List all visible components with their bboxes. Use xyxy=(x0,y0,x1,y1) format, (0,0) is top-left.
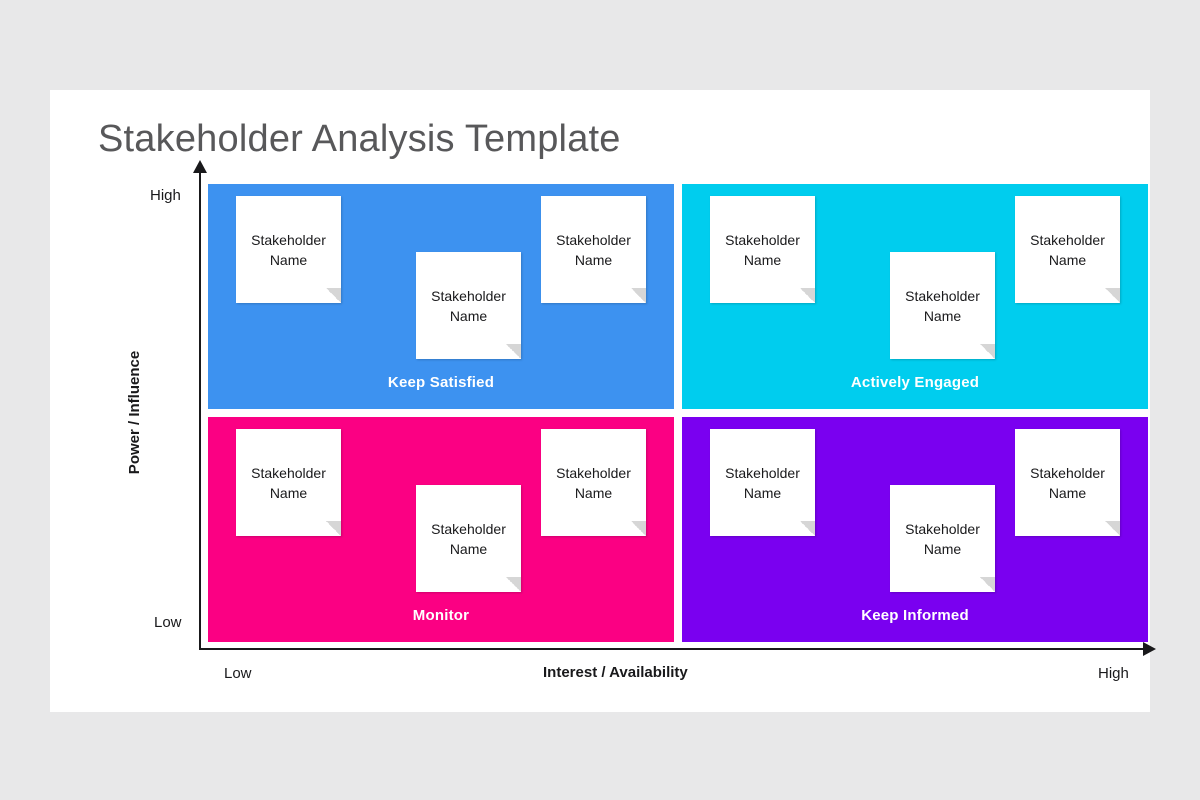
x-axis-low-label: Low xyxy=(224,665,252,682)
note-fold-corner-icon xyxy=(980,577,995,592)
note-fold-corner-icon xyxy=(506,344,521,359)
sticky-note[interactable]: Stakeholder Name xyxy=(541,429,646,536)
note-fold-corner-icon xyxy=(1105,288,1120,303)
sticky-note[interactable]: Stakeholder Name xyxy=(416,252,521,359)
sticky-note[interactable]: Stakeholder Name xyxy=(541,196,646,303)
y-axis-high-label: High xyxy=(150,187,181,204)
x-axis-title: Interest / Availability xyxy=(543,664,688,681)
y-axis-low-label: Low xyxy=(154,614,182,631)
sticky-note-text: Stakeholder Name xyxy=(1030,231,1105,268)
stakeholder-matrix-chart: High Low Low High Power / Influence Inte… xyxy=(98,160,1156,690)
sticky-note-text: Stakeholder Name xyxy=(556,231,631,268)
sticky-note[interactable]: Stakeholder Name xyxy=(236,196,341,303)
quadrant-label: Monitor xyxy=(412,607,470,624)
quadrant-actively-engaged[interactable]: Stakeholder Name Stakeholder Name Stakeh… xyxy=(682,184,1148,409)
note-fold-corner-icon xyxy=(1105,521,1120,536)
sticky-note[interactable]: Stakeholder Name xyxy=(890,485,995,592)
note-fold-corner-icon xyxy=(800,521,815,536)
quadrant-grid: Stakeholder Name Stakeholder Name Stakeh… xyxy=(208,184,1148,642)
y-axis-line xyxy=(199,170,201,650)
page-title: Stakeholder Analysis Template xyxy=(98,118,621,160)
note-fold-corner-icon xyxy=(326,521,341,536)
slide-canvas: Stakeholder Analysis Template High Low L… xyxy=(50,90,1156,712)
quadrant-monitor[interactable]: Stakeholder Name Stakeholder Name Stakeh… xyxy=(208,417,674,642)
sticky-note[interactable]: Stakeholder Name xyxy=(1015,196,1120,303)
note-fold-corner-icon xyxy=(326,288,341,303)
quadrant-label: Keep Satisfied xyxy=(387,374,495,391)
quadrant-label: Actively Engaged xyxy=(850,374,980,391)
sticky-note-text: Stakeholder Name xyxy=(725,231,800,268)
sticky-note[interactable]: Stakeholder Name xyxy=(710,196,815,303)
note-fold-corner-icon xyxy=(800,288,815,303)
sticky-note[interactable]: Stakeholder Name xyxy=(890,252,995,359)
y-axis-arrow-icon xyxy=(193,160,207,173)
sticky-note[interactable]: Stakeholder Name xyxy=(236,429,341,536)
sticky-note-text: Stakeholder Name xyxy=(556,464,631,501)
y-axis-title: Power / Influence xyxy=(126,350,144,475)
quadrant-label: Keep Informed xyxy=(861,607,969,624)
note-fold-corner-icon xyxy=(506,577,521,592)
sticky-note-text: Stakeholder Name xyxy=(431,287,506,324)
sticky-note-text: Stakeholder Name xyxy=(1030,464,1105,501)
sticky-note-text: Stakeholder Name xyxy=(251,231,326,268)
x-axis-high-label: High xyxy=(1098,665,1129,682)
sticky-note[interactable]: Stakeholder Name xyxy=(1015,429,1120,536)
sticky-note[interactable]: Stakeholder Name xyxy=(710,429,815,536)
note-fold-corner-icon xyxy=(631,521,646,536)
sticky-note-text: Stakeholder Name xyxy=(905,287,980,324)
quadrant-keep-satisfied[interactable]: Stakeholder Name Stakeholder Name Stakeh… xyxy=(208,184,674,409)
note-fold-corner-icon xyxy=(631,288,646,303)
sticky-note-text: Stakeholder Name xyxy=(905,520,980,557)
sticky-note-text: Stakeholder Name xyxy=(431,520,506,557)
sticky-note-text: Stakeholder Name xyxy=(725,464,800,501)
quadrant-keep-informed[interactable]: Stakeholder Name Stakeholder Name Stakeh… xyxy=(682,417,1148,642)
x-axis-arrow-icon xyxy=(1143,642,1156,656)
note-fold-corner-icon xyxy=(980,344,995,359)
sticky-note[interactable]: Stakeholder Name xyxy=(416,485,521,592)
sticky-note-text: Stakeholder Name xyxy=(251,464,326,501)
x-axis-line xyxy=(199,648,1147,650)
